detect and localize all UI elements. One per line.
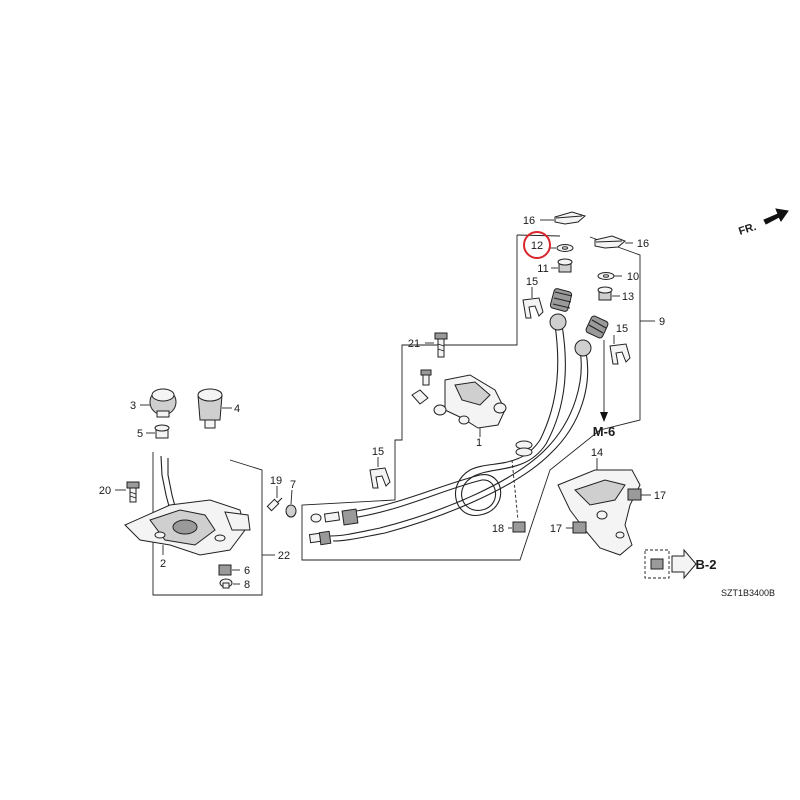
clip-15-right bbox=[609, 343, 631, 365]
callout-15-left: 15 bbox=[372, 446, 384, 458]
clip-16-upper bbox=[554, 211, 587, 225]
m6-reference-label: M-6 bbox=[593, 424, 615, 439]
part-7-clip bbox=[285, 504, 297, 518]
callout-16-upper: 16 bbox=[523, 215, 535, 227]
callout-17-left: 17 bbox=[550, 523, 562, 535]
callout-7: 7 bbox=[290, 479, 296, 491]
bushing-11 bbox=[557, 258, 573, 273]
callout-10: 10 bbox=[627, 271, 639, 283]
bolt-bracket bbox=[420, 369, 432, 386]
callout-6: 6 bbox=[244, 565, 250, 577]
callout-22: 22 bbox=[278, 550, 290, 562]
shifter-base-2 bbox=[124, 455, 251, 556]
bolt-20 bbox=[126, 481, 140, 503]
cable-bracket-1 bbox=[411, 374, 507, 429]
part-6-nut bbox=[218, 564, 232, 576]
callout-1: 1 bbox=[476, 437, 482, 449]
shift-knob-4 bbox=[197, 388, 223, 429]
clip-16-lower bbox=[594, 235, 626, 249]
shift-knob-3 bbox=[149, 388, 177, 418]
cable-bracket-14 bbox=[557, 469, 641, 556]
washer-12 bbox=[556, 244, 574, 252]
drawing-id: SZT1B3400B bbox=[721, 588, 775, 598]
front-direction-label: FR. bbox=[737, 221, 758, 238]
b2-reference bbox=[644, 548, 697, 580]
callout-8: 8 bbox=[244, 579, 250, 591]
callout-15-right: 15 bbox=[616, 323, 628, 335]
callout-18: 18 bbox=[492, 523, 504, 535]
cable-assembly-frame-top bbox=[516, 234, 561, 237]
shifter-assembly-frame bbox=[152, 452, 263, 596]
callout-11: 11 bbox=[537, 263, 548, 275]
front-arrow-icon bbox=[763, 208, 789, 225]
callout-15-upper: 15 bbox=[526, 276, 538, 288]
washer-10 bbox=[597, 272, 615, 280]
bolt-18 bbox=[511, 459, 526, 533]
part-5-bushing bbox=[154, 424, 170, 439]
part-8-washer bbox=[219, 578, 233, 589]
cable-assembly-frame bbox=[301, 235, 641, 561]
callout-19: 19 bbox=[270, 475, 282, 487]
nut-17-left bbox=[572, 521, 587, 534]
callout-13: 13 bbox=[622, 291, 634, 303]
callout-17-right: 17 bbox=[654, 490, 666, 502]
bolt-21 bbox=[434, 332, 448, 358]
m6-reference-arrow bbox=[600, 340, 608, 422]
clip-15-upper bbox=[522, 297, 544, 319]
callout-20: 20 bbox=[99, 485, 111, 497]
callout-5: 5 bbox=[137, 428, 143, 440]
clip-15-left bbox=[369, 467, 391, 489]
callout-4: 4 bbox=[234, 403, 240, 415]
callout-9: 9 bbox=[659, 316, 665, 328]
callout-12: 12 bbox=[531, 240, 543, 252]
callout-16-lower: 16 bbox=[637, 238, 649, 250]
nut-17-right bbox=[627, 488, 642, 501]
b2-reference-label: B-2 bbox=[696, 557, 717, 572]
highlight-ring bbox=[523, 231, 551, 259]
callout-2: 2 bbox=[160, 558, 166, 570]
shift-cables bbox=[308, 288, 609, 546]
part-19-pin bbox=[266, 497, 283, 512]
bushing-13 bbox=[597, 286, 613, 301]
callout-3: 3 bbox=[130, 400, 136, 412]
callout-21: 21 bbox=[408, 338, 420, 350]
front-direction-indicator: FR. bbox=[737, 208, 789, 238]
callout-14: 14 bbox=[591, 447, 603, 459]
leader-7 bbox=[290, 489, 293, 505]
